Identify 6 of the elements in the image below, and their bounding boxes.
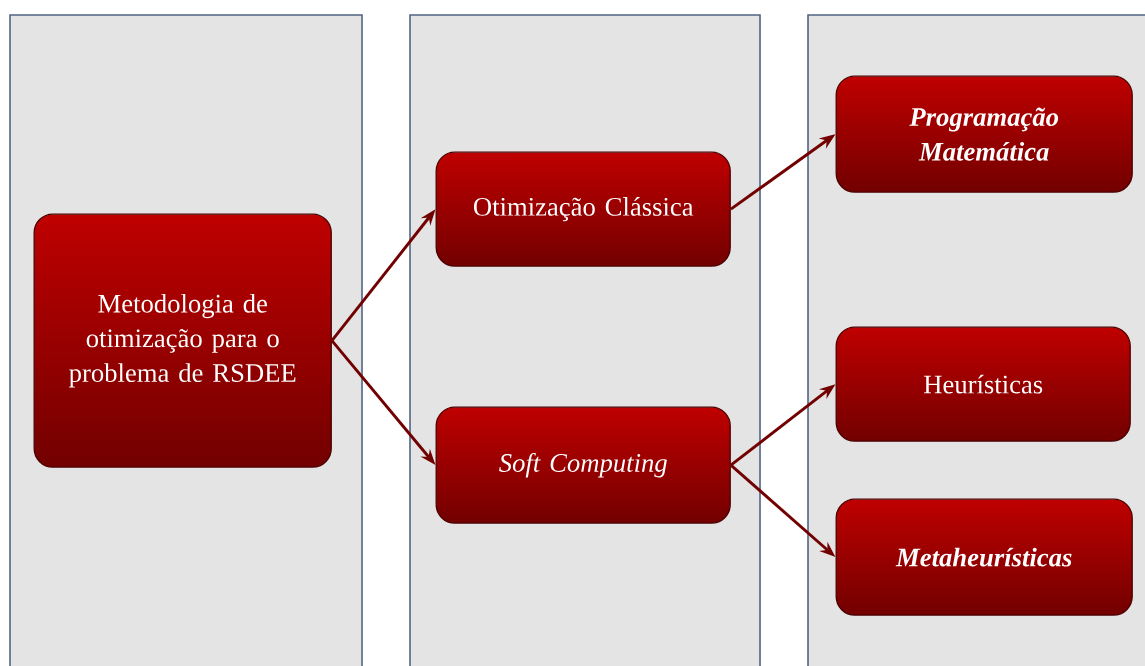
- process-box: Heurísticas: [835, 326, 1131, 442]
- process-box: Programação Matemática: [835, 75, 1133, 193]
- process-box: Metodologia de otimização para o problema de RSDEE: [33, 213, 332, 468]
- process-box: Metaheurísticas: [835, 498, 1133, 616]
- process-box: Otimização Clássica: [435, 151, 731, 267]
- process-box: Soft Computing: [435, 406, 731, 524]
